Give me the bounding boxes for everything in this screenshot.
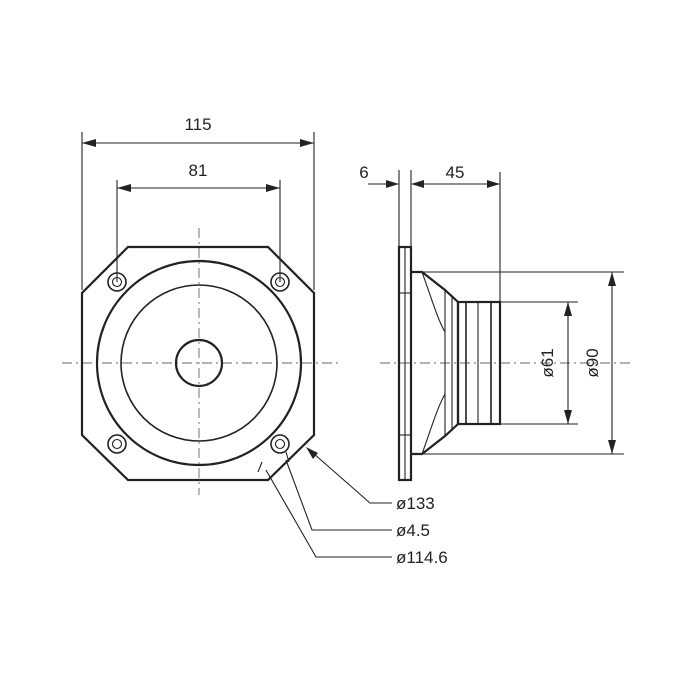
dimension-ø90: ø90	[422, 271, 624, 455]
callout-ø133-label: ø133	[396, 494, 435, 513]
dimension-6-label: 6	[359, 163, 368, 182]
dimension-115: 115	[81, 115, 315, 290]
callout-ø133: ø133	[306, 447, 435, 513]
dimension-115-label: 115	[184, 115, 211, 134]
callout-ø114.6-label: ø114.6	[396, 548, 448, 567]
side-magnet	[456, 300, 502, 426]
dimension-45-label: 45	[446, 163, 465, 182]
dimension-6: 6	[359, 163, 412, 247]
dimension-81: 81	[116, 161, 281, 282]
mounting-hole-bottom-left	[107, 434, 127, 454]
front-view	[62, 228, 340, 495]
side-view	[380, 245, 630, 482]
dimension-45: 45	[411, 163, 501, 302]
callout-ø4.5: ø4.5	[285, 459, 430, 540]
dust-cap-circle	[174, 338, 224, 388]
inner-cone-circle	[120, 284, 278, 442]
dimension-ø61-label: ø61	[538, 348, 557, 377]
dimension-ø90-label: ø90	[583, 348, 602, 377]
mounting-hole-bottom-right	[270, 434, 290, 454]
callout-ø4.5-label: ø4.5	[396, 521, 430, 540]
dimension-81-label: 81	[189, 161, 208, 180]
dimension-ø61: ø61	[500, 301, 578, 425]
outer-surround-circle	[95, 259, 303, 467]
callout-ø114.6: ø114.6	[265, 469, 448, 567]
front-flange-outline	[80, 245, 316, 482]
